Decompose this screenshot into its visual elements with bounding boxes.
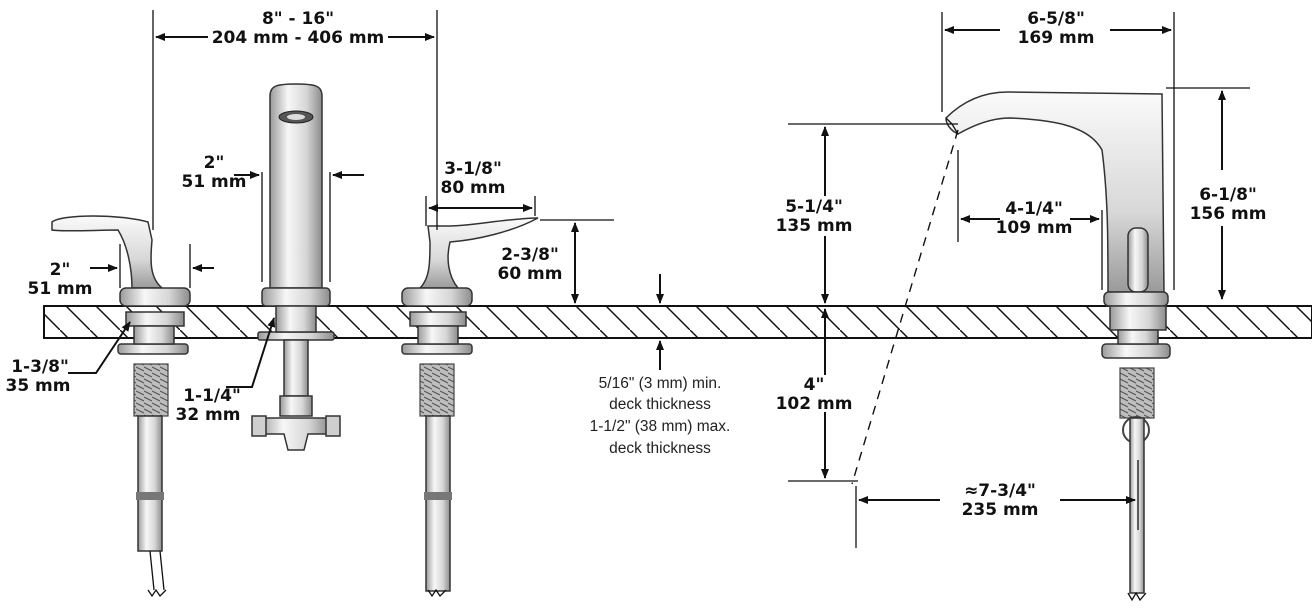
center-spout: [251, 83, 341, 451]
countertop-deck: [43, 305, 1312, 339]
outlet-height-metric: 135 mm: [776, 216, 853, 236]
handle-length-metric: 80 mm: [440, 178, 505, 198]
handle-base-width-imperial: 2": [50, 260, 71, 280]
outlet-height-imperial: 5-1/4": [785, 197, 843, 217]
reach-top-imperial: 6-5/8": [1027, 9, 1085, 29]
dimension-lines-left: [68, 10, 664, 388]
spout-reach-imperial: 4-1/4": [1005, 199, 1063, 219]
spout-reach-metric: 109 mm: [996, 218, 1073, 238]
handle-height-metric: 60 mm: [497, 264, 562, 284]
side-view-spout: [945, 91, 1171, 602]
spout-width-metric: 51 mm: [181, 172, 246, 192]
dimension-labels: 8" - 16" 204 mm - 406 mm 2" 51 mm 2" 51 …: [5, 9, 1266, 520]
spout-width-imperial: 2": [204, 153, 225, 173]
below-deck-imperial: 4": [804, 375, 825, 395]
spout-shank-metric: 32 mm: [175, 405, 240, 425]
spread-metric: 204 mm - 406 mm: [212, 28, 385, 48]
dimension-lines-right: [788, 12, 1250, 548]
swing-reach-metric: 235 mm: [962, 500, 1039, 520]
deck-note-line-1: 5/16" (3 mm) min.: [599, 375, 722, 392]
right-handle-valve: [401, 217, 539, 598]
reach-top-metric: 169 mm: [1018, 28, 1095, 48]
deck-note-line-4: deck thickness: [609, 440, 711, 457]
spout-height-metric: 156 mm: [1190, 204, 1267, 224]
handle-height-imperial: 2-3/8": [501, 245, 559, 265]
spout-height-imperial: 6-1/8": [1199, 185, 1257, 205]
below-deck-metric: 102 mm: [776, 394, 853, 414]
spread-imperial: 8" - 16": [262, 9, 334, 29]
left-handle-valve: [51, 215, 191, 598]
handle-length-imperial: 3-1/8": [444, 159, 502, 179]
deck-note-line-2: deck thickness: [609, 396, 711, 413]
handle-base-width-metric: 51 mm: [27, 279, 92, 299]
handle-shank-metric: 35 mm: [5, 376, 70, 396]
handle-shank-imperial: 1-3/8": [11, 357, 69, 377]
swing-reach-imperial: ≈7-3/4": [964, 481, 1036, 501]
deck-note-line-3: 1-1/2" (38 mm) max.: [590, 418, 731, 435]
spout-shank-imperial: 1-1/4": [183, 386, 241, 406]
